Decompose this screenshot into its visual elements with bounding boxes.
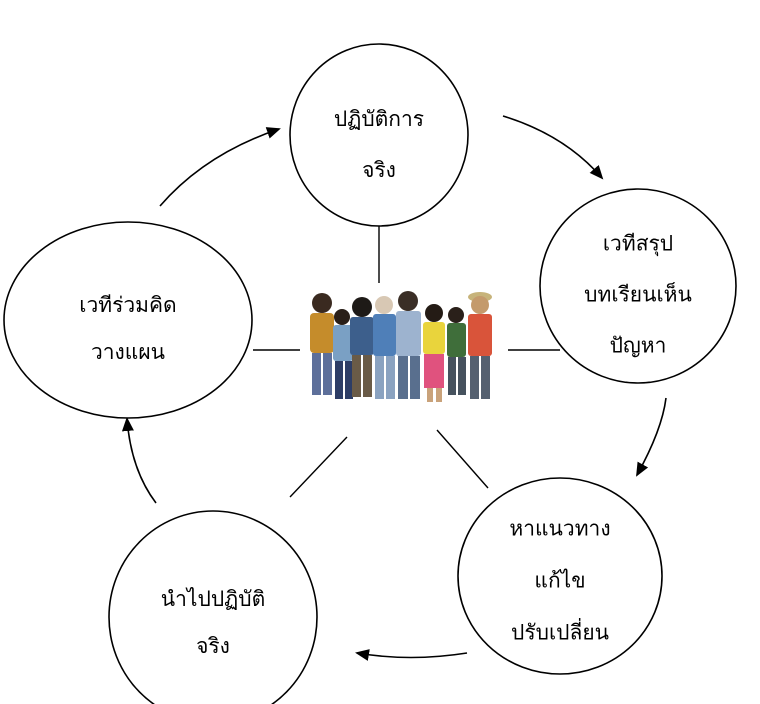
person-figure — [350, 297, 374, 397]
node-label-line: จริง — [196, 634, 230, 658]
spokes — [253, 225, 560, 498]
node-circle — [289, 43, 469, 227]
node-circle — [457, 477, 663, 675]
node-circle — [108, 510, 318, 704]
node-label-line: วางแผน — [91, 340, 165, 364]
person-figure — [447, 307, 466, 395]
node-circle — [539, 188, 737, 384]
node-label-line: เวทีร่วมคิด — [79, 293, 176, 317]
person-figure — [423, 304, 445, 402]
node-label-line: หาแนวทาง — [509, 517, 610, 541]
node-apply: นำไปปฏิบัติจริง — [108, 510, 318, 704]
node-label-line: เวทีสรุป — [603, 232, 673, 257]
node-label-line: ปฏิบัติการ — [334, 107, 424, 131]
node-label-line: นำไปปฏิบัติ — [161, 587, 265, 611]
arrow-apply-to-planning — [121, 417, 157, 504]
spoke-bottom-right — [436, 429, 489, 489]
arrow-solution-to-apply — [355, 649, 468, 661]
person-figure — [333, 309, 353, 399]
node-label-line: ปัญหา — [610, 334, 667, 358]
node-label-line: บทเรียนเห็น — [584, 281, 692, 307]
node-label-line: แก้ไข — [534, 569, 585, 593]
person-figure — [373, 296, 396, 399]
node-label-line: จริง — [362, 158, 396, 182]
spoke-bottom-left — [289, 436, 348, 498]
group-of-villagers-illustration — [310, 291, 492, 402]
arrow-planning-to-practice — [159, 127, 281, 207]
person-figure — [468, 292, 492, 399]
person-figure — [396, 291, 421, 399]
arrow-summary-to-solution — [636, 397, 667, 477]
node-label-line: ปรับเปลี่ยน — [511, 618, 609, 645]
person-figure — [310, 293, 334, 395]
arrow-practice-to-summary — [502, 115, 604, 180]
cycle-arrows — [121, 115, 667, 661]
nodes: ปฏิบัติการจริงเวทีสรุปบทเรียนเห็นปัญหาหา… — [3, 43, 737, 704]
node-circle — [3, 221, 253, 419]
